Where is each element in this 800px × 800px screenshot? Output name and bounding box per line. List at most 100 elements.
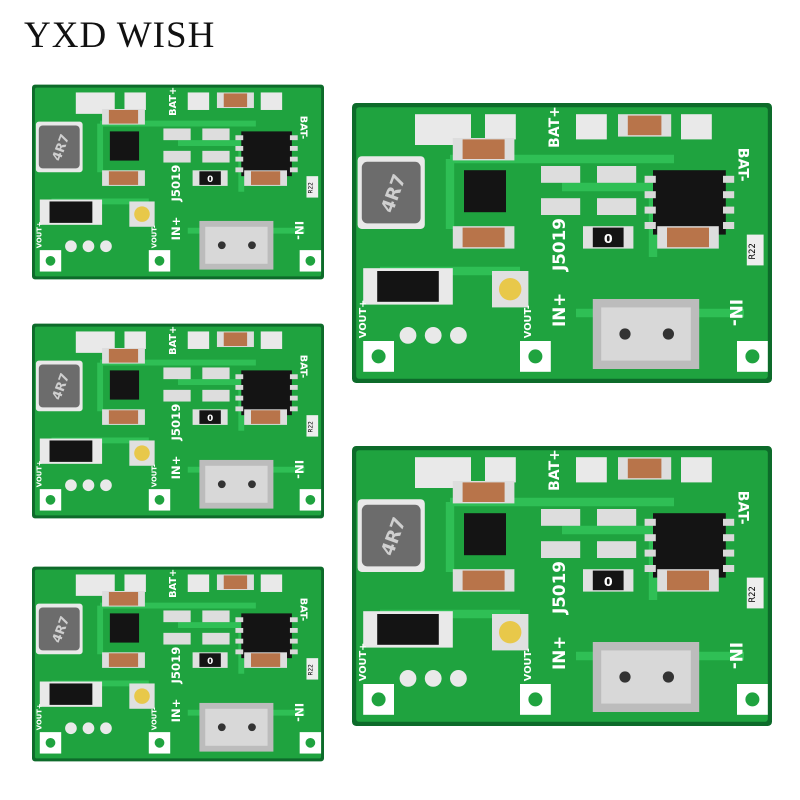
capacitor <box>627 458 662 479</box>
resistor-zero <box>592 227 624 248</box>
pcb-board-graphic: 4R7 0 R22 <box>32 323 324 519</box>
diode <box>377 614 439 645</box>
svg-text:R22: R22 <box>747 586 757 602</box>
resistor <box>597 166 637 183</box>
svg-text:IN+: IN+ <box>549 293 569 327</box>
svg-text:VOUT+: VOUT+ <box>36 221 44 248</box>
resistor-r22 <box>746 234 764 266</box>
pad <box>576 457 607 483</box>
led <box>541 166 581 183</box>
capacitor <box>108 410 139 424</box>
svg-text:J5019: J5019 <box>169 404 183 442</box>
resistor-zero <box>199 410 221 424</box>
svg-text:VOUT-: VOUT- <box>523 648 534 681</box>
resistor <box>202 128 230 141</box>
resistor <box>597 541 637 558</box>
capacitor <box>251 171 281 185</box>
pad <box>485 114 516 140</box>
resistor <box>202 150 230 163</box>
capacitor <box>251 410 281 424</box>
pad <box>75 92 115 114</box>
charger-ic <box>241 370 292 416</box>
svg-text:VOUT-: VOUT- <box>151 464 159 487</box>
svg-text:VOUT-: VOUT- <box>151 225 159 248</box>
svg-text:BAT+: BAT+ <box>547 106 563 148</box>
capacitor <box>108 653 139 667</box>
pad <box>124 92 146 110</box>
resistor-r22 <box>746 577 764 609</box>
resistor <box>202 610 230 623</box>
svg-text:R22: R22 <box>308 421 314 433</box>
svg-text:IN-: IN- <box>292 221 306 240</box>
led <box>541 198 581 215</box>
svg-text:VOUT+: VOUT+ <box>358 300 369 339</box>
led <box>163 128 191 141</box>
brand-watermark: YXD WISH <box>24 15 216 56</box>
capacitor <box>627 115 662 136</box>
capacitor <box>108 171 139 185</box>
board-small-middle: 4R7 0 R22 <box>32 318 324 524</box>
charger-ic <box>653 170 726 235</box>
transistor-chip <box>464 513 506 556</box>
resistor-r22 <box>306 415 319 437</box>
svg-text:VOUT+: VOUT+ <box>358 643 369 682</box>
led <box>163 389 191 402</box>
inductor <box>361 504 421 567</box>
capacitor <box>108 591 139 606</box>
diode <box>377 271 439 302</box>
board-small-bottom: 4R7 0 R22 <box>32 560 324 768</box>
svg-text:J5019: J5019 <box>549 561 569 615</box>
board-small-top: 4R7 0 R22 <box>32 78 324 286</box>
svg-text:0: 0 <box>207 175 213 185</box>
svg-text:BAT-: BAT- <box>298 355 309 378</box>
pad <box>681 114 712 140</box>
capacitor <box>223 332 248 347</box>
inductor <box>361 161 421 224</box>
svg-text:J5019: J5019 <box>549 218 569 272</box>
svg-text:BAT+: BAT+ <box>168 326 179 355</box>
pad <box>187 331 210 349</box>
capacitor <box>108 348 139 363</box>
pad <box>260 574 283 592</box>
svg-text:R22: R22 <box>308 664 314 676</box>
led <box>163 610 191 623</box>
pad <box>124 574 146 592</box>
resistor <box>202 389 230 402</box>
svg-text:0: 0 <box>207 414 213 424</box>
svg-text:BAT-: BAT- <box>298 598 309 621</box>
svg-text:0: 0 <box>207 657 213 667</box>
transistor-chip <box>109 131 140 161</box>
svg-text:IN+: IN+ <box>169 455 183 479</box>
diode <box>49 440 93 462</box>
svg-text:0: 0 <box>604 574 613 589</box>
svg-text:BAT+: BAT+ <box>168 87 179 116</box>
capacitor <box>462 139 505 159</box>
led <box>541 541 581 558</box>
resistor-r22 <box>306 176 319 198</box>
inductor <box>38 607 80 651</box>
capacitor <box>667 227 709 248</box>
diode <box>49 683 93 705</box>
capacitor <box>251 653 281 667</box>
board-large-bottom: 4R7 0 R22 <box>352 436 772 736</box>
svg-text:R22: R22 <box>747 243 757 259</box>
resistor <box>202 632 230 645</box>
svg-text:IN-: IN- <box>726 299 746 326</box>
svg-text:BAT-: BAT- <box>734 491 750 525</box>
pad <box>75 574 115 596</box>
svg-text:J5019: J5019 <box>169 165 183 203</box>
svg-text:IN-: IN- <box>292 703 306 722</box>
pad <box>187 574 210 592</box>
svg-text:IN+: IN+ <box>169 698 183 722</box>
led <box>541 509 581 526</box>
pad <box>576 114 607 140</box>
transistor-chip <box>109 370 140 400</box>
capacitor <box>223 575 248 590</box>
svg-text:0: 0 <box>604 231 613 246</box>
pad <box>187 92 210 110</box>
svg-text:BAT-: BAT- <box>734 148 750 182</box>
pad <box>260 331 283 349</box>
inductor <box>38 364 80 408</box>
pad <box>681 457 712 483</box>
capacitor <box>462 482 505 502</box>
